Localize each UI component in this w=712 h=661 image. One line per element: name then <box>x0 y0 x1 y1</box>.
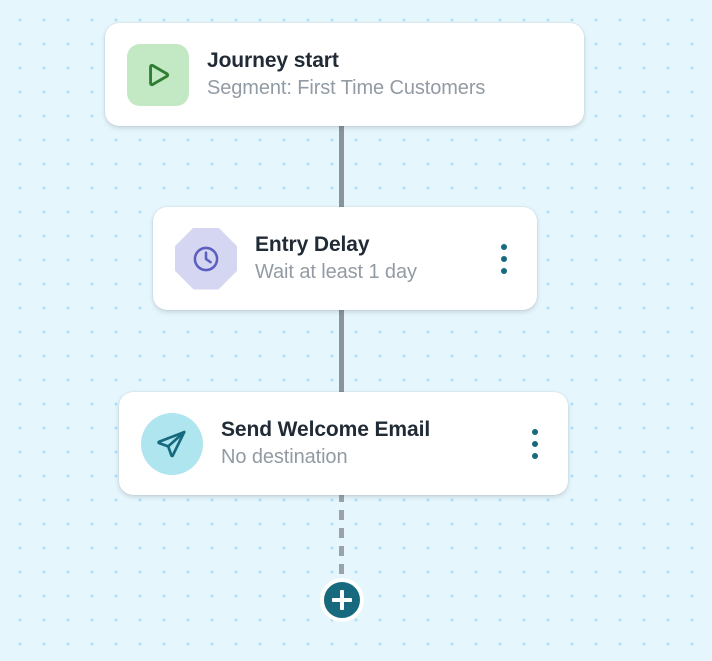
node-entry-delay[interactable]: Entry Delay Wait at least 1 day <box>153 207 537 310</box>
node-text-group: Entry Delay Wait at least 1 day <box>255 232 483 285</box>
connector-delay-to-email <box>339 308 344 393</box>
node-send-welcome-email[interactable]: Send Welcome Email No destination <box>119 392 568 495</box>
menu-dot <box>532 440 538 447</box>
plus-icon-vertical <box>339 590 345 610</box>
node-title: Journey start <box>207 49 339 73</box>
node-subtitle: No destination <box>221 445 348 468</box>
node-text-group: Send Welcome Email No destination <box>221 417 514 470</box>
add-step-button[interactable] <box>320 578 364 622</box>
node-title: Send Welcome Email <box>221 418 431 442</box>
menu-dot <box>532 452 538 459</box>
connector-email-to-add <box>339 492 344 580</box>
send-icon <box>141 412 203 475</box>
node-subtitle: Segment: First Time Customers <box>207 76 486 99</box>
menu-dot <box>532 428 538 435</box>
more-vertical-icon[interactable] <box>493 239 515 279</box>
node-subtitle: Wait at least 1 day <box>255 260 417 283</box>
menu-dot <box>501 243 507 250</box>
play-icon <box>127 43 189 106</box>
menu-dot <box>501 255 507 262</box>
node-title: Entry Delay <box>255 233 370 257</box>
clock-icon <box>175 227 237 290</box>
more-vertical-icon[interactable] <box>524 424 546 464</box>
connector-start-to-delay <box>339 124 344 208</box>
node-journey-start[interactable]: Journey start Segment: First Time Custom… <box>105 23 584 126</box>
menu-dot <box>501 267 507 274</box>
node-text-group: Journey start Segment: First Time Custom… <box>207 48 562 101</box>
